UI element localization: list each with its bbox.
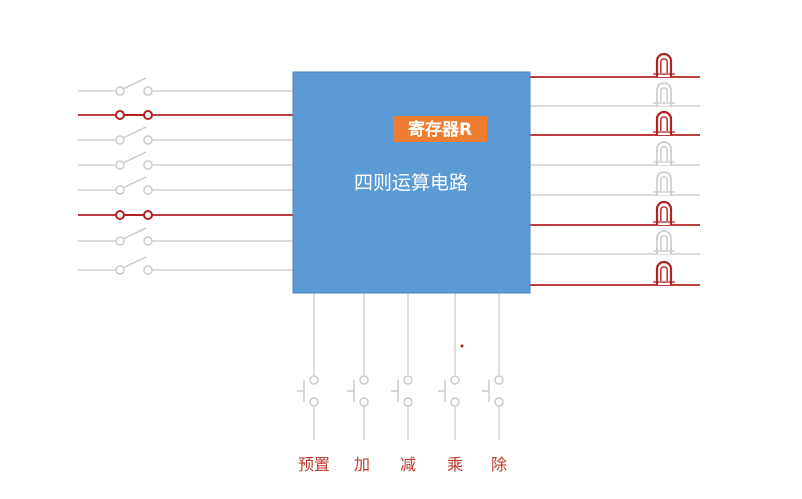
register-label: 寄存器R: [408, 119, 472, 140]
arithmetic-circuit-block: [292, 71, 531, 294]
input-switch[interactable]: [78, 77, 293, 96]
input-switch[interactable]: [78, 256, 293, 275]
output-led: [530, 171, 700, 196]
add-button-label: 加: [354, 455, 370, 474]
output-led: [530, 260, 700, 286]
divide-button[interactable]: 除: [482, 293, 507, 474]
output-led: [530, 82, 700, 107]
preset-button[interactable]: 预置: [297, 293, 330, 474]
multiply-button[interactable]: 乘: [438, 293, 463, 474]
operation-button-group: 预置 加 减 乘 除: [297, 293, 507, 474]
output-led: [530, 52, 700, 78]
input-switch[interactable]: [78, 151, 293, 170]
subtract-button[interactable]: 减: [391, 293, 416, 474]
input-switch[interactable]: [78, 210, 293, 220]
input-switch[interactable]: [78, 126, 293, 145]
preset-button-label: 预置: [298, 455, 330, 474]
output-led: [530, 200, 700, 226]
input-switch-group: [78, 77, 293, 275]
input-switch[interactable]: [78, 227, 293, 246]
output-led: [530, 230, 700, 255]
add-button[interactable]: 加: [347, 293, 370, 474]
divide-button-label: 除: [491, 455, 507, 474]
output-led: [530, 141, 700, 166]
circuit-block-label: 四则运算电路: [354, 172, 468, 194]
register-box: [393, 116, 487, 142]
input-switch[interactable]: [78, 176, 293, 195]
multiply-button-label: 乘: [447, 455, 463, 474]
subtract-button-label: 减: [400, 455, 416, 474]
output-led: [530, 110, 700, 136]
output-led-group: [530, 52, 700, 286]
input-switch[interactable]: [78, 110, 293, 120]
stray-dot: [460, 344, 464, 348]
